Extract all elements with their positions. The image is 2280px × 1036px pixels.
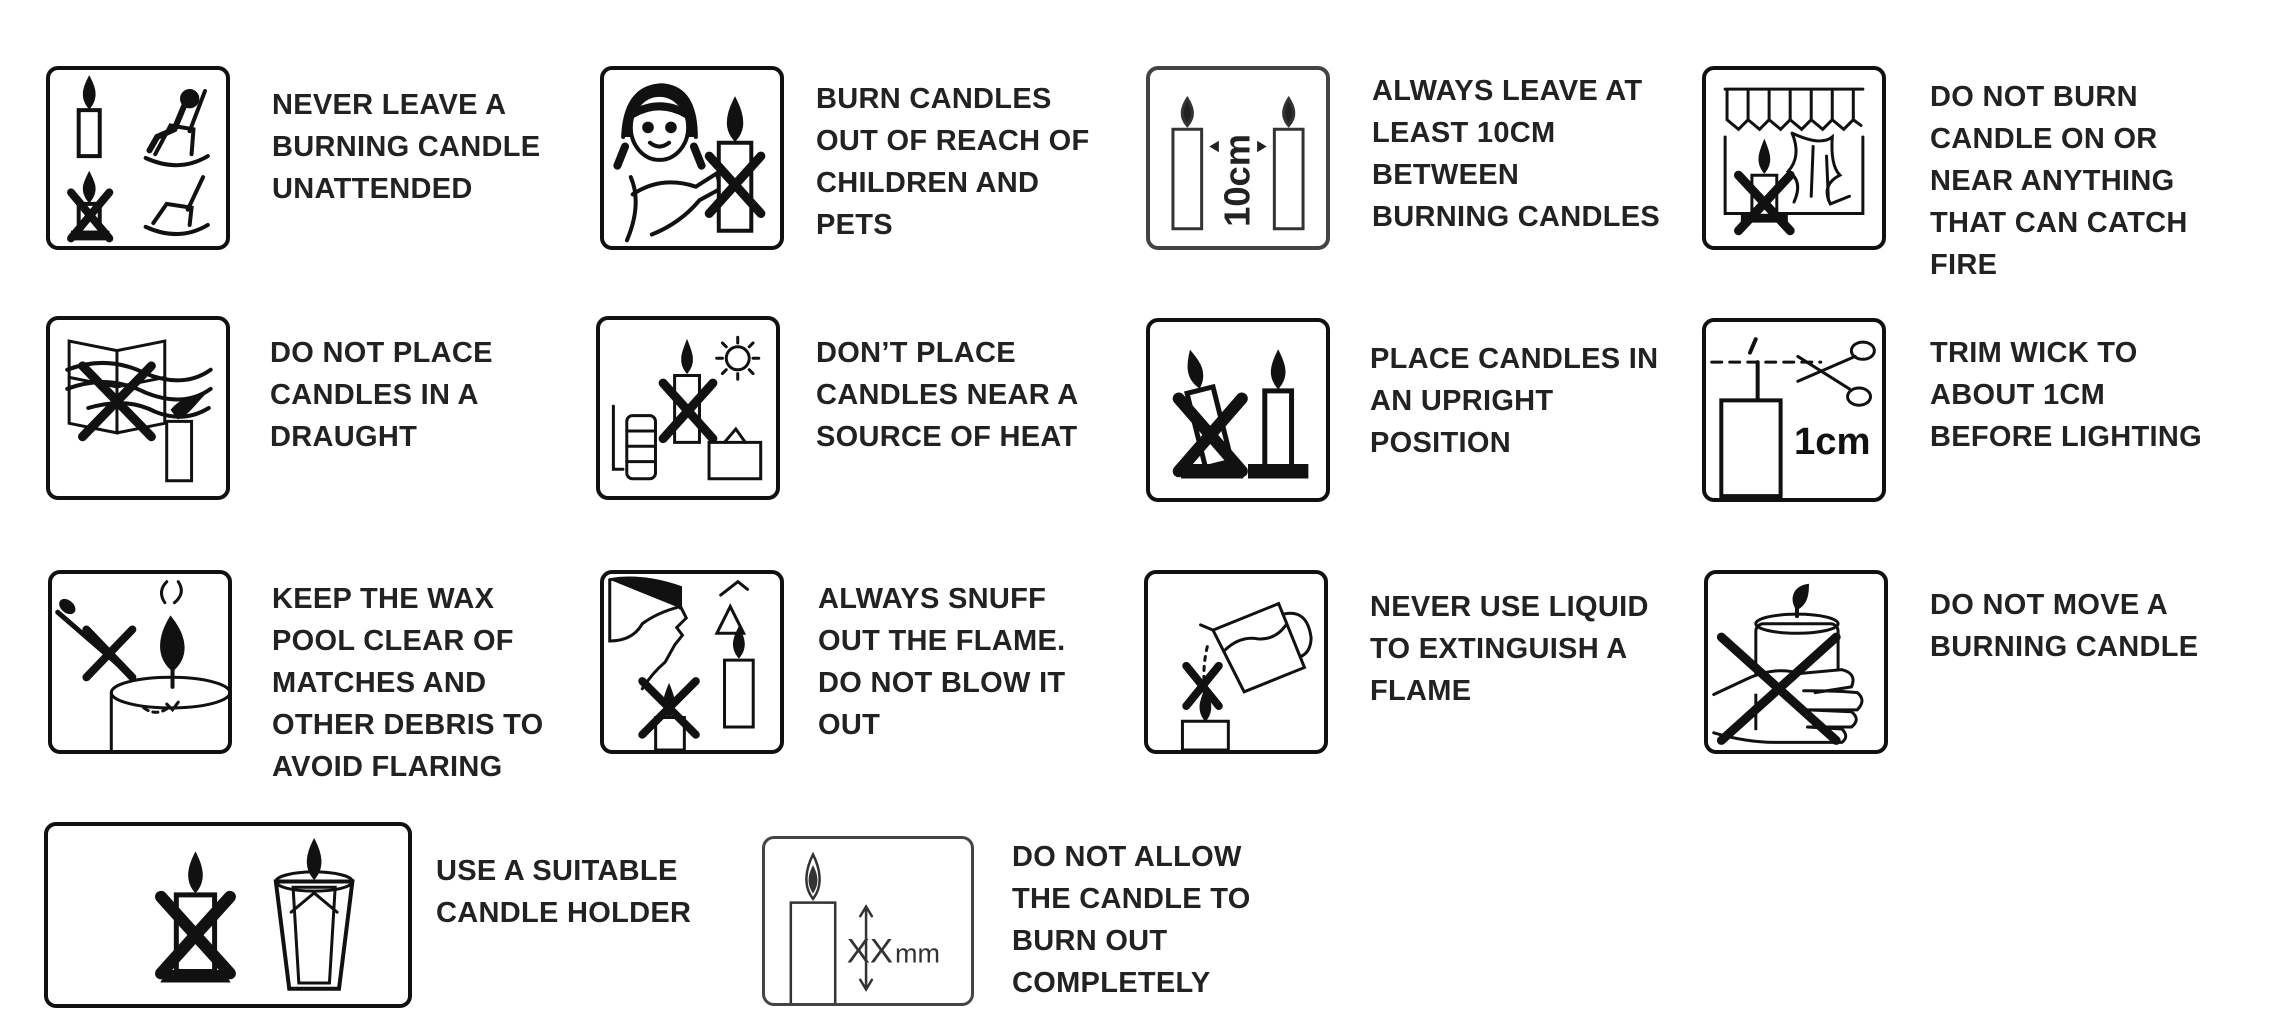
no-liquid-icon [1144,570,1328,754]
spacing-icon: 10cm [1146,66,1330,250]
spacing-glyph: 10cm [1216,134,1257,227]
wax-pool-icon [48,570,232,754]
trim-wick-icon: 1cm [1702,318,1886,502]
upright-icon [1146,318,1330,502]
no-move-icon [1704,570,1888,754]
heat-source-icon [596,316,780,500]
snuff-flame-icon [600,570,784,754]
burn-out-icon: XX mm [762,836,974,1006]
children-pets-icon [600,66,784,250]
trim-wick-glyph: 1cm [1794,420,1871,463]
burn-out-glyph-main: XX [847,932,893,970]
candle-holder-icon [44,822,412,1008]
burn-out-glyph-unit: mm [895,938,940,968]
draught-icon [46,316,230,500]
curtain-fire-icon [1702,66,1886,250]
unattended-candle-icon [46,66,230,250]
